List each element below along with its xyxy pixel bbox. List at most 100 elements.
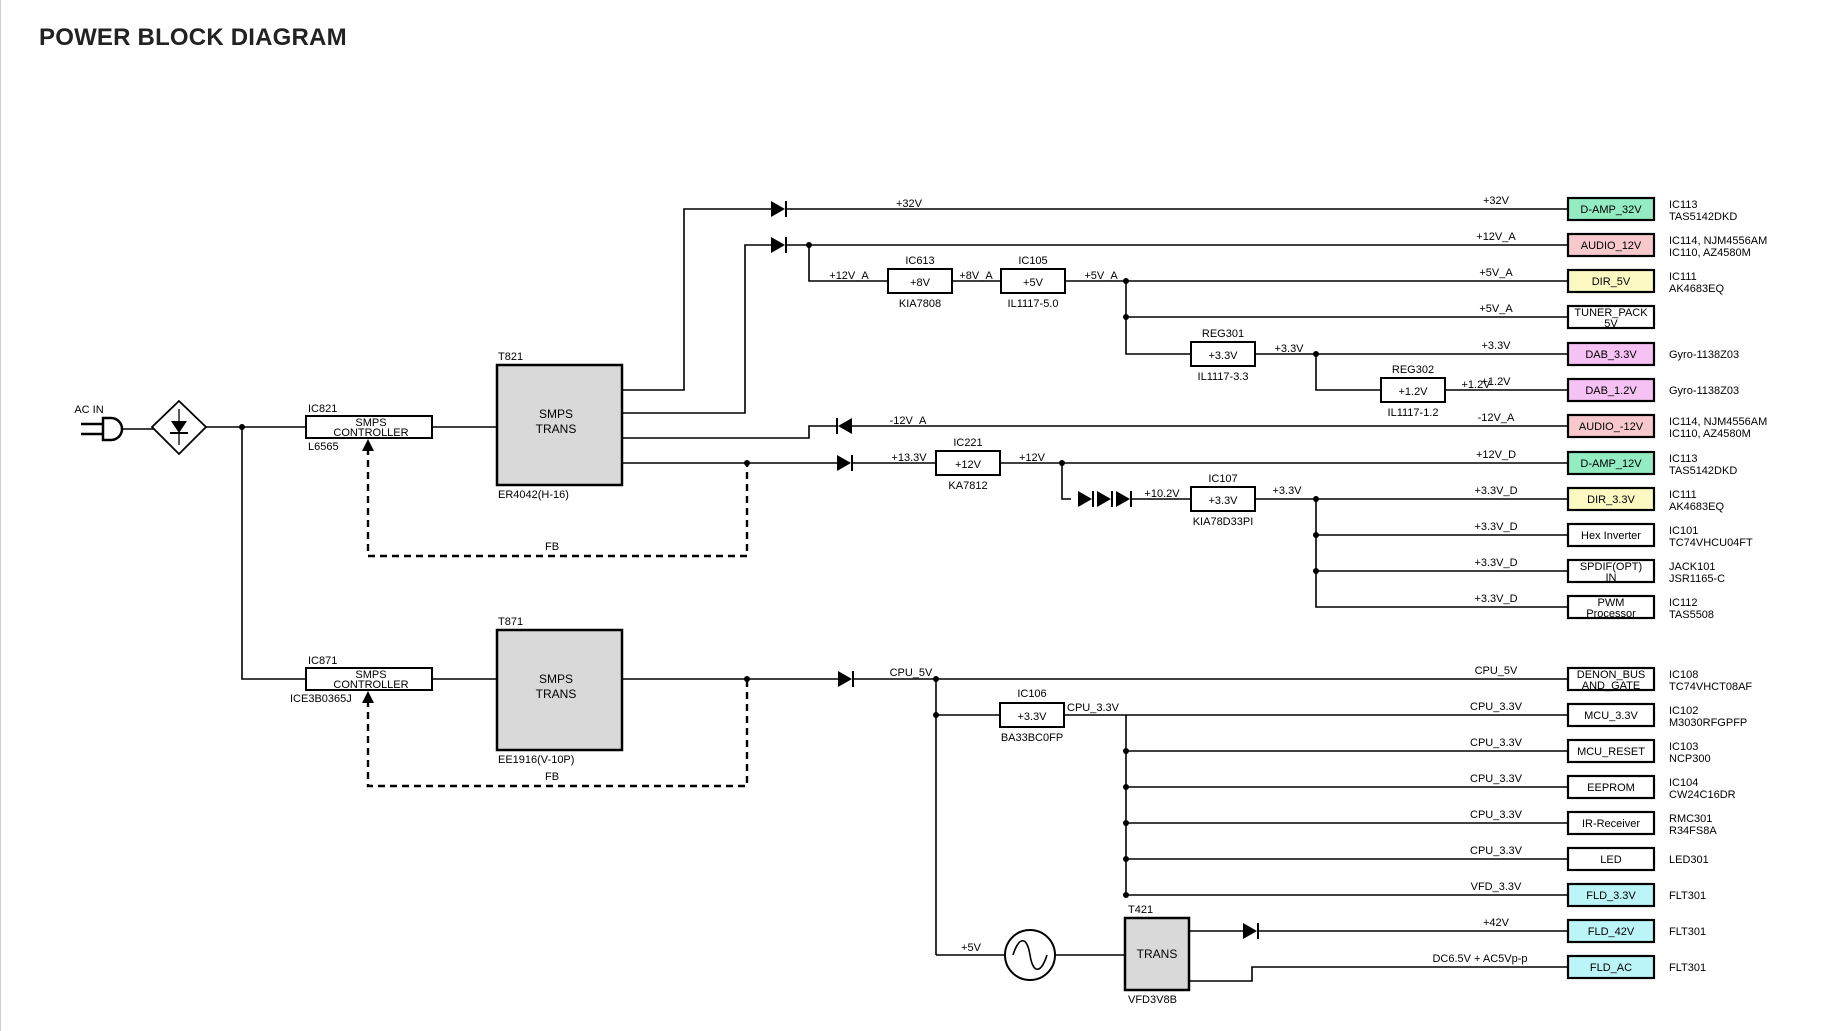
junction-dot <box>1123 748 1129 754</box>
regulator-value: +3.3V <box>1208 350 1238 362</box>
junction-dot <box>744 460 750 466</box>
output-net-label: DC6.5V + AC5Vp-p <box>1432 953 1527 965</box>
output-info: IC102 <box>1669 705 1698 717</box>
regulator-ref: IC613 <box>905 255 934 267</box>
output-block <box>1566 954 1656 980</box>
output-block-label: AND_GATE <box>1582 680 1640 692</box>
rail-label: +10.2V <box>1144 488 1180 500</box>
regulator-ref: IC105 <box>1018 255 1047 267</box>
junction-dot <box>1313 351 1319 357</box>
diode-icon <box>838 671 852 687</box>
output-block <box>1566 918 1656 944</box>
regulator-value: +1.2V <box>1398 386 1428 398</box>
wires <box>122 201 1568 982</box>
output-net-label: CPU_3.3V <box>1470 809 1523 821</box>
transformer-name: SMPS <box>539 672 573 686</box>
regulator-part: IL1117-1.2 <box>1388 407 1439 419</box>
diode-icon <box>1097 491 1111 507</box>
output-block-label: AUDIO_12V <box>1581 240 1642 252</box>
output-info: TAS5142DKD <box>1669 211 1737 223</box>
output-block-label: LED <box>1600 854 1621 866</box>
output-net-label: +32V <box>1483 195 1510 207</box>
junction-dot <box>1123 278 1129 284</box>
output-info: IC111 <box>1669 271 1697 283</box>
output-info: IC113 <box>1669 199 1698 211</box>
output-block-label: MCU_RESET <box>1577 746 1645 758</box>
output-info: Gyro-1138Z03 <box>1669 349 1739 361</box>
output-block-label: MCU_3.3V <box>1584 710 1638 722</box>
output-info: FLT301 <box>1669 962 1706 974</box>
controller-ref: IC821 <box>308 403 337 415</box>
smps-controller-box <box>305 667 433 691</box>
junction-dot <box>1123 314 1129 320</box>
regulator-part: KIA7808 <box>899 298 941 310</box>
output-net-label: CPU_3.3V <box>1470 845 1523 857</box>
transformer-ref: T421 <box>1128 904 1153 916</box>
smps-controller-box <box>305 415 433 439</box>
output-net-label: +5V_A <box>1479 303 1513 315</box>
output-info: IC101 <box>1669 525 1698 537</box>
wire <box>1125 317 1191 355</box>
rail-label: +12V <box>1019 452 1046 464</box>
output-info: IC104 <box>1669 777 1698 789</box>
output-block-label: D-AMP_12V <box>1580 458 1642 470</box>
output-block <box>1566 377 1656 403</box>
junction-dot <box>933 676 939 682</box>
output-info: IC112 <box>1669 597 1698 609</box>
regulator-part: IL1117-3.3 <box>1198 371 1249 383</box>
diode-icon <box>1116 491 1130 507</box>
output-block <box>1566 666 1656 692</box>
output-block-label: Hex Inverter <box>1581 530 1641 542</box>
output-info: FLT301 <box>1669 926 1706 938</box>
components: AC INSMPSCONTROLLERIC821L6565SMPSCONTROL… <box>74 195 1767 1006</box>
output-block-label: IN <box>1606 572 1617 584</box>
transformer-name: SMPS <box>539 407 573 421</box>
junction-dot <box>806 242 812 248</box>
output-block <box>1566 882 1656 908</box>
junction-dot <box>239 424 245 430</box>
rail-label: +3.3V <box>1272 485 1302 497</box>
controller-name: CONTROLLER <box>333 679 408 691</box>
regulator-part: KIA78D33PI <box>1193 516 1254 528</box>
regulator-value: +5V <box>1023 277 1044 289</box>
regulator-box <box>999 702 1065 728</box>
output-block <box>1566 774 1656 800</box>
diode-icon <box>1243 923 1257 939</box>
regulator-box <box>1380 377 1446 403</box>
output-block-label: 5V <box>1604 318 1618 330</box>
output-net-label: +3.3V <box>1481 340 1511 352</box>
output-net-label: +5V_A <box>1479 267 1513 279</box>
junction-dot <box>1313 532 1319 538</box>
output-block <box>1566 846 1656 872</box>
regulator-value: +12V <box>955 459 982 471</box>
bridge-rectifier-icon <box>150 399 208 456</box>
output-net-label: +3.3V_D <box>1474 485 1517 497</box>
diode-icon <box>1078 491 1092 507</box>
regulator-ref: REG302 <box>1392 364 1434 376</box>
feedback-loop <box>366 448 749 558</box>
wire <box>1189 966 1568 982</box>
output-block <box>1566 738 1656 764</box>
junction-dot <box>1313 496 1319 502</box>
output-info: IC113 <box>1669 453 1698 465</box>
output-block-label: DAB_1.2V <box>1585 385 1637 397</box>
regulator-ref: IC106 <box>1017 688 1046 700</box>
output-block-label: FLD_42V <box>1588 926 1635 938</box>
output-block <box>1566 558 1656 584</box>
output-info: IC110, AZ4580M <box>1669 428 1751 440</box>
wire <box>1315 499 1568 608</box>
output-net-label: +3.3V_D <box>1474 593 1517 605</box>
output-info: AK4683EQ <box>1669 283 1724 295</box>
rail-label: +5V <box>961 942 982 954</box>
transformer-name: TRANS <box>536 687 577 701</box>
rail-label: -12V_A <box>890 415 927 427</box>
output-block-label: D-AMP_32V <box>1580 204 1642 216</box>
regulator-ref: IC221 <box>953 437 982 449</box>
output-info: TAS5508 <box>1669 609 1714 621</box>
wire <box>622 208 771 391</box>
output-block <box>1566 232 1656 258</box>
output-block-label: EEPROM <box>1587 782 1635 794</box>
sine-wave-icon <box>1012 939 1048 971</box>
